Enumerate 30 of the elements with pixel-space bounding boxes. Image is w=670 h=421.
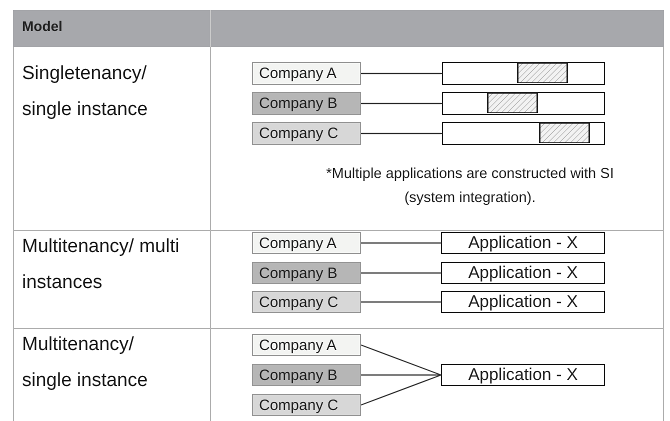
- connector-line: [361, 301, 441, 303]
- row-heading: Multitenancy/ multi instances: [22, 235, 180, 295]
- connector-line: [361, 72, 442, 74]
- connector-line: [361, 132, 442, 134]
- company-box: Company C: [252, 291, 361, 313]
- row-heading: Singletenancy/ single instance: [22, 62, 149, 122]
- application-bar: [442, 122, 605, 145]
- company-box: Company C: [252, 122, 361, 145]
- footnote: *Multiple applications are constructed with SI (system integration).: [325, 165, 615, 208]
- connector-line: [361, 374, 441, 376]
- company-box: Company A: [252, 62, 361, 85]
- connector-line: [360, 374, 442, 406]
- application-box: Application - X: [441, 232, 605, 254]
- company-box: Company B: [252, 364, 361, 386]
- column-heading: Model: [22, 18, 62, 34]
- application-box: Application - X: [441, 262, 605, 284]
- connector-line: [361, 242, 441, 244]
- company-box: Company A: [252, 334, 361, 356]
- application-bar: [442, 62, 605, 85]
- application-box: Application - X: [441, 291, 605, 313]
- company-box: Company A: [252, 232, 361, 254]
- company-box: Company B: [252, 92, 361, 115]
- application-box: Application - X: [441, 364, 605, 386]
- company-box: Company B: [252, 262, 361, 284]
- company-box: Company C: [252, 394, 361, 416]
- application-bar: [442, 92, 605, 115]
- connector-line: [361, 102, 442, 104]
- connector-line: [360, 344, 442, 376]
- row-heading: Multitenancy/ single instance: [22, 333, 149, 393]
- connector-line: [361, 272, 441, 274]
